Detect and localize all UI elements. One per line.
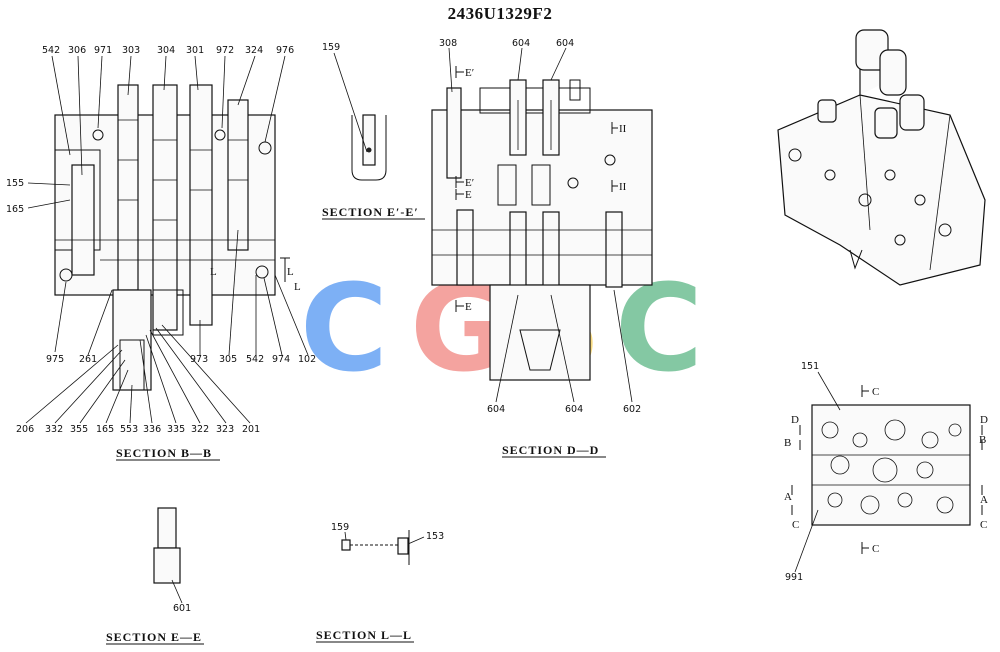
mark-ii-bottom: II xyxy=(619,181,627,193)
mark-e-top: E xyxy=(465,189,472,201)
label-336: 336 xyxy=(143,424,161,435)
mark-a-left: A xyxy=(784,491,792,503)
section-bb-mark-l: L xyxy=(287,266,294,278)
mark-c-top: C xyxy=(872,386,879,398)
label-553: 553 xyxy=(120,424,138,435)
label-153: 153 xyxy=(426,531,444,542)
section-ee-prime-drawing: 159 SECTION E′-E′ xyxy=(322,42,425,220)
label-303: 303 xyxy=(122,45,140,56)
mark-d-left: D xyxy=(791,414,799,426)
mark-e-prime-top: E′ xyxy=(465,67,474,79)
label-332: 332 xyxy=(45,424,63,435)
label-151: 151 xyxy=(801,361,819,372)
label-301: 301 xyxy=(186,45,204,56)
label-322: 322 xyxy=(191,424,209,435)
label-991: 991 xyxy=(785,572,803,583)
section-dd-title: SECTION D—D xyxy=(502,443,599,457)
mark-c-bottom: C xyxy=(872,543,879,555)
label-324: 324 xyxy=(245,45,263,56)
mark-d-right: D xyxy=(980,414,988,426)
label-165-bottom: 165 xyxy=(96,424,114,435)
section-bb-title: SECTION B—B xyxy=(116,446,212,460)
watermark-letter-c1: C xyxy=(300,260,388,399)
label-355: 355 xyxy=(70,424,88,435)
mark-ii-top: II xyxy=(619,123,627,135)
section-ee-prime-title: SECTION E′-E′ xyxy=(322,205,419,219)
label-601: 601 xyxy=(173,603,191,614)
section-ee-title: SECTION E—E xyxy=(106,630,202,644)
label-972: 972 xyxy=(216,45,234,56)
section-dd-drawing: E′ E′ E E II II L L 308 604 604 604 604 … xyxy=(210,38,653,458)
label-542-bottom: 542 xyxy=(246,354,264,365)
label-975: 975 xyxy=(46,354,64,365)
label-305: 305 xyxy=(219,354,237,365)
valve-top-view: C C D D B B A A C C 151 991 xyxy=(784,361,988,583)
mark-b-right: B xyxy=(979,434,986,446)
drawing-title: 2436U1329F2 xyxy=(447,4,553,23)
mark-e-bottom: E xyxy=(465,301,472,313)
valve-isometric-view xyxy=(777,29,986,286)
label-102: 102 xyxy=(298,354,316,365)
section-bb-labels: 542 306 971 303 304 301 972 324 976 155 … xyxy=(6,45,316,461)
label-542: 542 xyxy=(42,45,60,56)
label-335: 335 xyxy=(167,424,185,435)
label-971: 971 xyxy=(94,45,112,56)
label-604-top-left: 604 xyxy=(512,38,530,49)
label-973: 973 xyxy=(190,354,208,365)
label-604-bottom-right: 604 xyxy=(565,404,583,415)
label-201: 201 xyxy=(242,424,260,435)
label-604-top-right: 604 xyxy=(556,38,574,49)
section-ee-drawing: 601 SECTION E—E xyxy=(106,507,204,645)
label-304: 304 xyxy=(157,45,175,56)
label-159-ll: 159 xyxy=(331,522,349,533)
label-974: 974 xyxy=(272,354,290,365)
label-206: 206 xyxy=(16,424,34,435)
mark-a-right: A xyxy=(980,494,988,506)
mark-e-prime-bottom: E′ xyxy=(465,177,474,189)
label-323: 323 xyxy=(216,424,234,435)
label-261: 261 xyxy=(79,354,97,365)
label-604-bottom-left: 604 xyxy=(487,404,505,415)
mark-c-left: C xyxy=(792,519,799,531)
section-bb-drawing: L xyxy=(25,55,309,424)
label-306: 306 xyxy=(68,45,86,56)
label-602: 602 xyxy=(623,404,641,415)
label-308: 308 xyxy=(439,38,457,49)
mark-b-left: B xyxy=(784,437,791,449)
label-155: 155 xyxy=(6,178,24,189)
label-159-ee-prime: 159 xyxy=(322,42,340,53)
mark-c-right: C xyxy=(980,519,987,531)
mark-l-outer: L xyxy=(294,281,301,293)
section-ll-drawing: 159 153 SECTION L—L xyxy=(316,522,444,643)
label-165-left: 165 xyxy=(6,204,24,215)
mark-l-inner: L xyxy=(210,266,217,278)
section-ll-title: SECTION L—L xyxy=(316,628,412,642)
label-976: 976 xyxy=(276,45,294,56)
